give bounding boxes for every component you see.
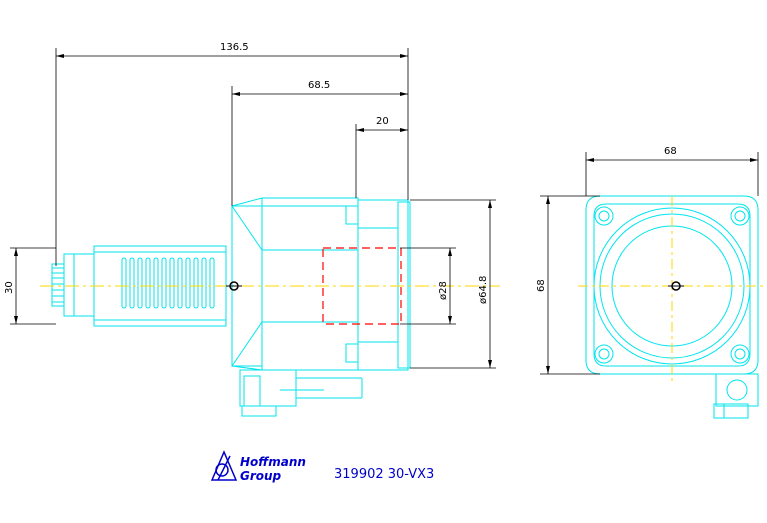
logo-mark-icon — [210, 450, 238, 481]
dim-flange-diameter: ø64.8 — [478, 276, 489, 304]
end-centerlines — [578, 196, 766, 384]
hidden-bore — [322, 247, 402, 325]
brand-logo: Hoffmann Group — [210, 450, 306, 483]
part-number: 319902 30-VX3 — [334, 467, 434, 482]
brand-name-line2: Group — [240, 469, 282, 483]
ribs — [121, 257, 215, 309]
brand-name-line1: Hoffmann — [240, 455, 306, 469]
dim-bore-diameter: ø28 — [438, 281, 449, 300]
side-dimension-arrows — [14, 54, 492, 368]
dim-shank-diameter: 30 — [4, 281, 15, 294]
side-view — [51, 197, 411, 417]
side-dimensions — [10, 48, 496, 369]
dim-mid-length: 68.5 — [308, 80, 330, 91]
dim-end-height: 68 — [536, 279, 547, 292]
dim-total-length: 136.5 — [220, 42, 249, 53]
dim-flange-length: 20 — [376, 116, 389, 127]
end-dimension-arrows — [546, 158, 758, 374]
end-dimensions — [540, 152, 759, 375]
dim-end-width: 68 — [664, 146, 677, 157]
